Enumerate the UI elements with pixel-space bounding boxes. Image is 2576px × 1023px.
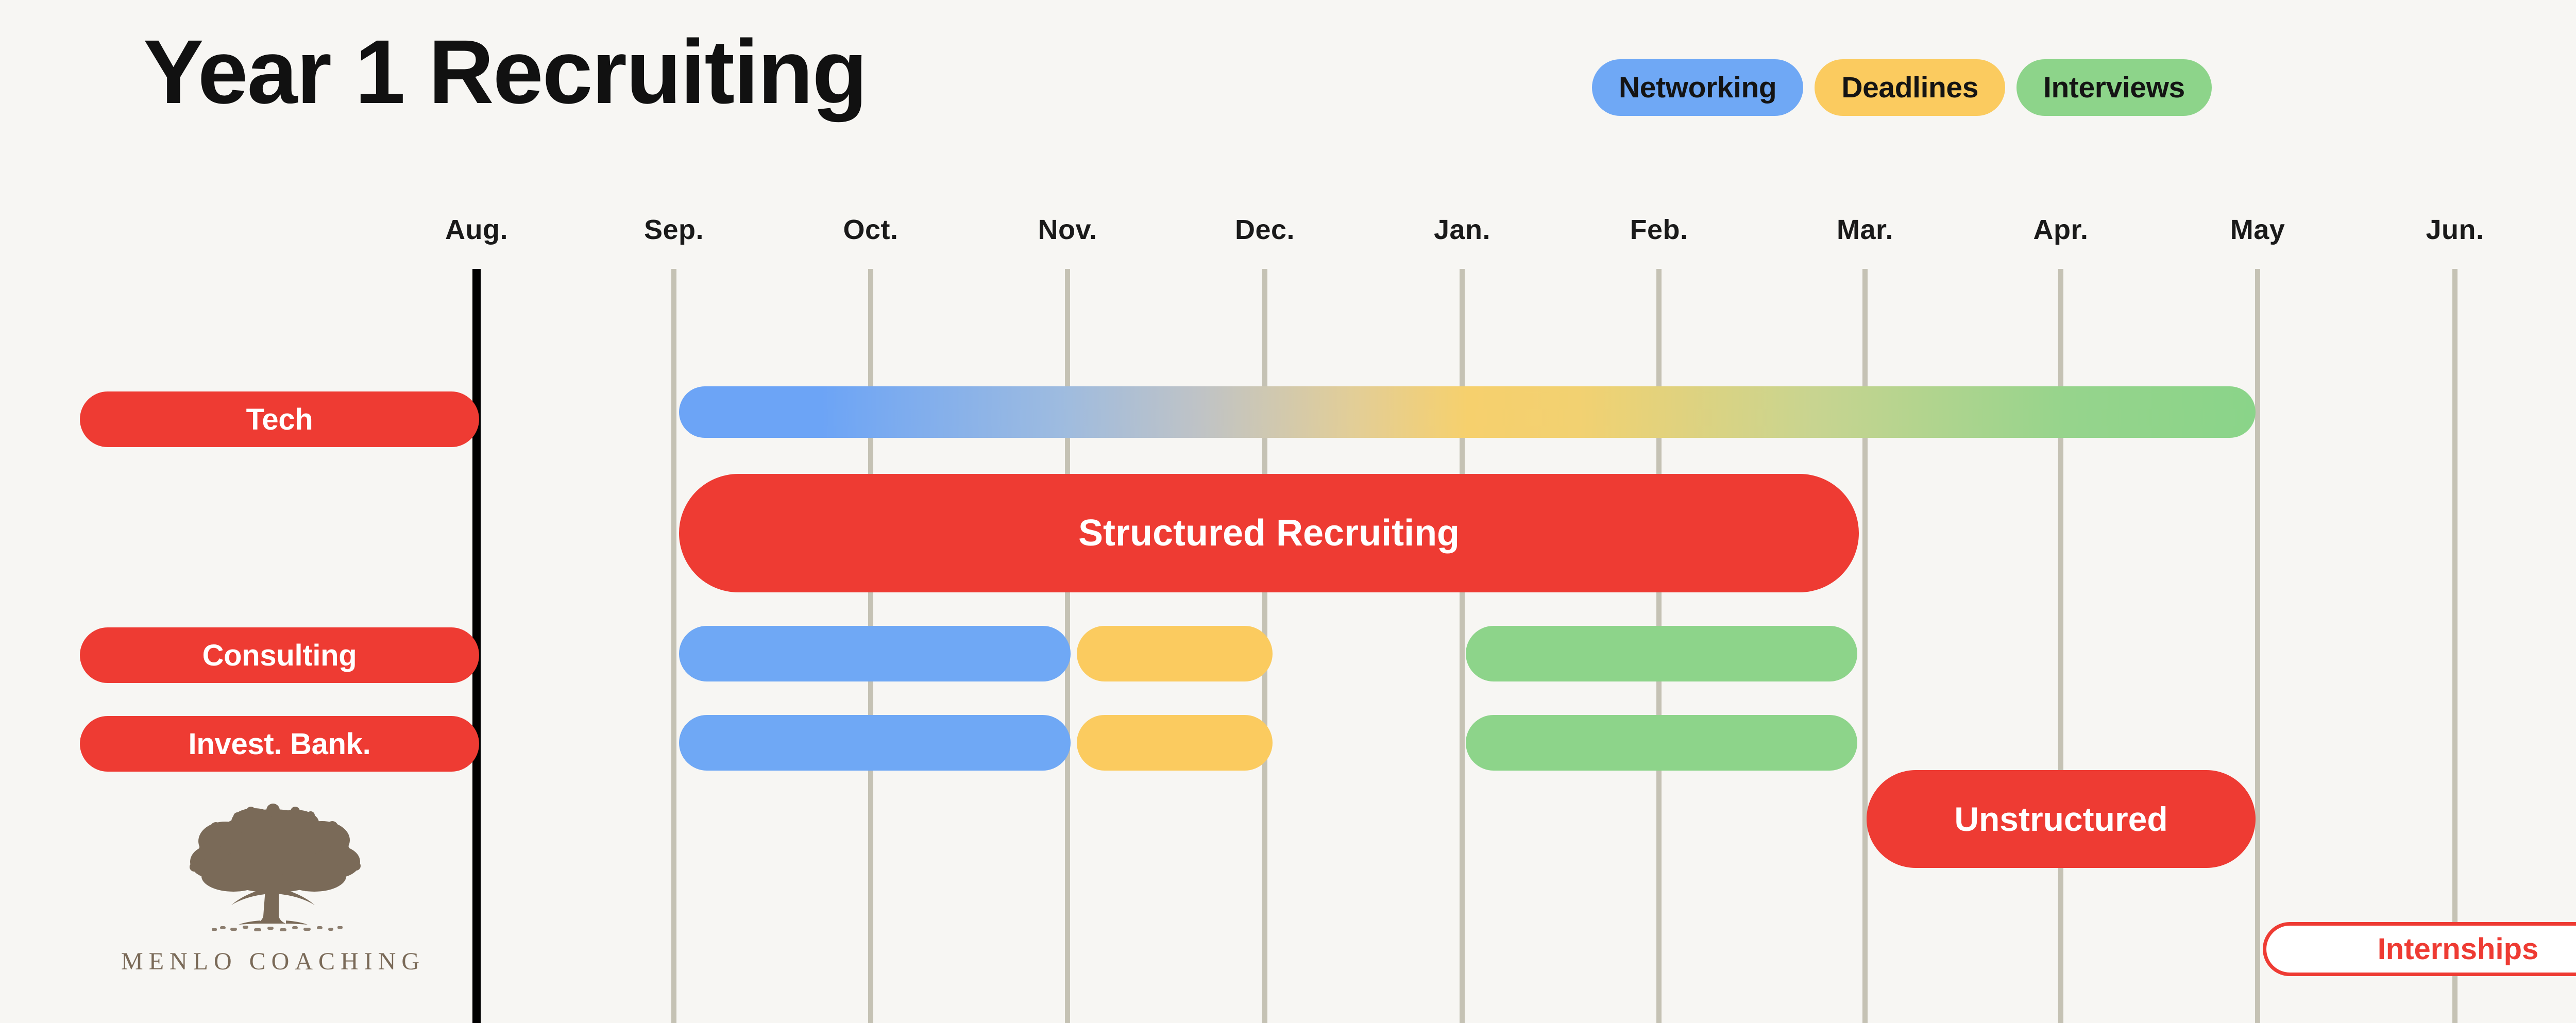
legend: Networking Deadlines Interviews (1592, 59, 2212, 116)
category-pill-investbank[interactable]: Invest. Bank. (80, 716, 479, 772)
axis-label-jan: Jan. (1433, 214, 1491, 245)
category-pill-tech[interactable]: Tech (80, 391, 479, 447)
axis-label-aug: Aug. (445, 214, 508, 245)
gridline-jun (2452, 269, 2458, 1023)
gridline-jan (1460, 269, 1465, 1023)
axis-label-apr: Apr. (2033, 214, 2089, 245)
axis-label-oct: Oct. (843, 214, 899, 245)
tech-spectrum-bar[interactable] (679, 386, 2256, 438)
legend-item-deadlines[interactable]: Deadlines (1815, 59, 2006, 116)
legend-item-networking[interactable]: Networking (1592, 59, 1804, 116)
axis-label-sep: Sep. (643, 214, 704, 245)
consulting-networking[interactable] (679, 626, 1071, 681)
ibank-interviews[interactable] (1466, 715, 1857, 771)
structured-recruiting[interactable]: Structured Recruiting (679, 474, 1859, 592)
category-pill-consulting[interactable]: Consulting (80, 627, 479, 683)
legend-item-label: Deadlines (1841, 71, 1979, 104)
axis-label-may: May (2230, 214, 2285, 245)
category-pill-label: Invest. Bank. (188, 727, 371, 761)
unstructured-label: Unstructured (1954, 800, 2168, 838)
legend-item-interviews[interactable]: Interviews (2016, 59, 2212, 116)
oak-tree-icon (190, 804, 361, 931)
ibank-deadlines[interactable] (1077, 715, 1273, 771)
logo-wordmark: MENLO COACHING (121, 948, 425, 975)
page-title: Year 1 Recruiting (143, 22, 868, 123)
legend-item-label: Networking (1619, 71, 1777, 104)
unstructured[interactable]: Unstructured (1867, 770, 2256, 868)
consulting-deadlines[interactable] (1077, 626, 1273, 681)
legend-item-label: Interviews (2043, 71, 2185, 104)
axis-label-dec: Dec. (1234, 214, 1295, 245)
axis-label-jun: Jun. (2426, 214, 2484, 245)
category-pill-label: Consulting (202, 638, 357, 672)
axis-label-feb: Feb. (1630, 214, 1688, 245)
category-pill-label: Tech (246, 402, 313, 436)
consulting-interviews[interactable] (1466, 626, 1857, 681)
ibank-networking[interactable] (679, 715, 1071, 771)
gridline-apr (2058, 269, 2063, 1023)
internships[interactable]: Internships (2263, 922, 2576, 976)
gridline-mar (1862, 269, 1868, 1023)
menlo-coaching-logo: MENLO COACHING (121, 801, 419, 976)
axis-label-mar: Mar. (1836, 214, 1894, 245)
gridline-sep (671, 269, 676, 1023)
gridline-may (2255, 269, 2260, 1023)
structured-recruiting-label: Structured Recruiting (1078, 513, 1460, 554)
axis-label-nov: Nov. (1038, 214, 1097, 245)
internships-label: Internships (2377, 932, 2539, 966)
